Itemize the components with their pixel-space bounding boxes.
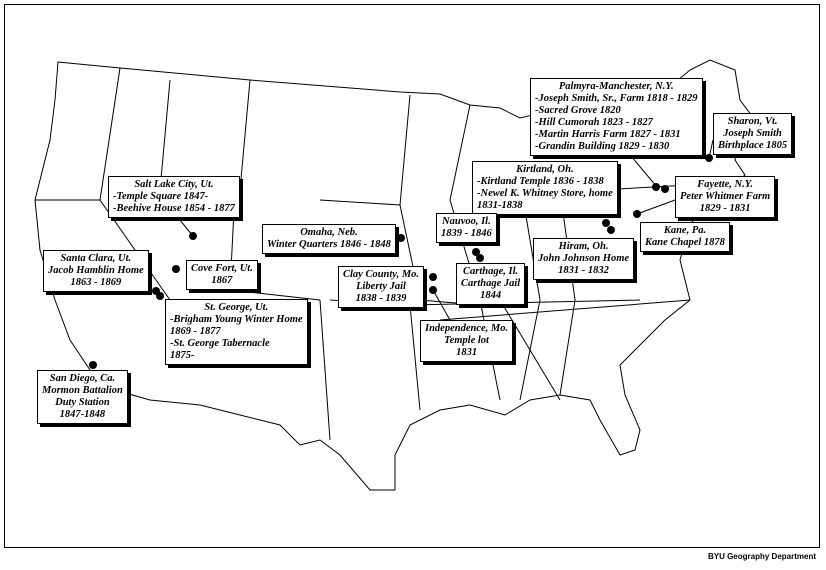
label-omaha: Omaha, Neb.Winter Quarters 1846 - 1848 — [262, 224, 396, 254]
location-dot — [661, 185, 669, 193]
label-palmyra: Palmyra-Manchester, N.Y.-Joseph Smith, S… — [530, 78, 703, 156]
label-line: 1875- — [170, 350, 195, 361]
label-line: 1831 - 1832 — [558, 265, 609, 276]
label-line: -Temple Square 1847- — [113, 191, 209, 202]
location-dot — [705, 154, 713, 162]
location-dot — [633, 210, 641, 218]
label-line: Independence, Mo. — [425, 323, 509, 334]
location-dot — [189, 232, 197, 240]
label-line: Temple lot — [444, 335, 489, 346]
label-st-george: St. George, Ut.-Brigham Young Winter Hom… — [165, 299, 308, 365]
label-line: Joseph Smith — [723, 128, 782, 139]
label-line: Clay County, Mo. — [343, 269, 420, 280]
label-line: -Beehive House 1854 - 1877 — [113, 203, 235, 214]
label-line: 1829 - 1831 — [699, 203, 751, 214]
location-dot — [472, 248, 480, 256]
label-cove-fort: Cove Fort, Ut.1867 — [186, 260, 258, 290]
location-dot — [397, 234, 405, 242]
label-line: Birthplace 1805 — [718, 140, 788, 151]
location-dot — [89, 361, 97, 369]
label-line: -Newel K. Whitney Store, home — [477, 188, 613, 199]
label-line: 1844 — [480, 290, 502, 301]
label-line: John Johnson Home — [538, 253, 630, 264]
credit-text: BYU Geography Department — [707, 552, 816, 561]
label-salt-lake: Salt Lake City, Ut.-Temple Square 1847--… — [108, 176, 240, 218]
label-line: 1867 — [211, 275, 233, 286]
label-line: Hiram, Oh. — [558, 241, 609, 252]
location-dot — [156, 292, 164, 300]
label-line: Mormon Battalion — [42, 385, 123, 396]
label-line: Cove Fort, Ut. — [191, 263, 253, 274]
label-line: Carthage, Il. — [463, 266, 519, 277]
label-line: 1839 - 1846 — [441, 228, 492, 239]
location-dot — [476, 254, 484, 262]
label-line: Palmyra-Manchester, N.Y. — [558, 81, 674, 92]
label-line: 1863 - 1869 — [70, 277, 122, 288]
location-dot — [172, 265, 180, 273]
label-line: Kane, Pa. — [663, 225, 707, 236]
map-frame — [4, 4, 820, 548]
label-line: Fayette, N.Y. — [697, 179, 754, 190]
label-line: 1838 - 1839 — [355, 293, 407, 304]
label-line: Carthage Jail — [461, 278, 521, 289]
label-line: Santa Clara, Ut. — [60, 253, 132, 264]
label-line: Kirtland, Oh. — [516, 164, 574, 175]
label-line: -Martin Harris Farm 1827 - 1831 — [535, 129, 681, 140]
label-line: Kane Chapel 1878 — [645, 237, 725, 248]
label-line: Liberty Jail — [356, 281, 406, 292]
label-line: Omaha, Neb. — [300, 227, 358, 238]
label-line: 1847-1848 — [59, 409, 106, 420]
label-line: Salt Lake City, Ut. — [134, 179, 214, 190]
label-line: 1831-1838 — [477, 200, 523, 211]
label-line: -St. George Tabernacle — [170, 338, 270, 349]
label-line: -Sacred Grove 1820 — [535, 105, 621, 116]
label-line: Sharon, Vt. — [727, 116, 778, 127]
label-line: Peter Whitmer Farm — [680, 191, 771, 202]
label-nauvoo: Nauvoo, Il.1839 - 1846 — [436, 213, 497, 243]
location-dot — [602, 219, 610, 227]
label-line: San Diego, Ca. — [49, 373, 116, 384]
location-dot — [652, 183, 660, 191]
label-line: 1831 — [456, 347, 478, 358]
label-line: Duty Station — [55, 397, 110, 408]
label-kane: Kane, Pa.Kane Chapel 1878 — [640, 222, 730, 252]
label-line: 1869 - 1877 — [170, 326, 221, 337]
label-line: -Joseph Smith, Sr., Farm 1818 - 1829 — [535, 93, 698, 104]
label-line: -Kirtland Temple 1836 - 1838 — [477, 176, 604, 187]
location-dot — [429, 286, 437, 294]
location-dot — [607, 226, 615, 234]
label-line: -Hill Cumorah 1823 - 1827 — [535, 117, 653, 128]
label-line: Jacob Hamblin Home — [48, 265, 144, 276]
label-line: Winter Quarters 1846 - 1848 — [267, 239, 391, 250]
label-line: -Brigham Young Winter Home — [170, 314, 303, 325]
label-line: St. George, Ut. — [204, 302, 269, 313]
location-dot — [429, 273, 437, 281]
label-line: Nauvoo, Il. — [442, 216, 491, 227]
label-kirtland: Kirtland, Oh.-Kirtland Temple 1836 - 183… — [472, 161, 618, 215]
label-line: -Grandin Building 1829 - 1830 — [535, 141, 670, 152]
